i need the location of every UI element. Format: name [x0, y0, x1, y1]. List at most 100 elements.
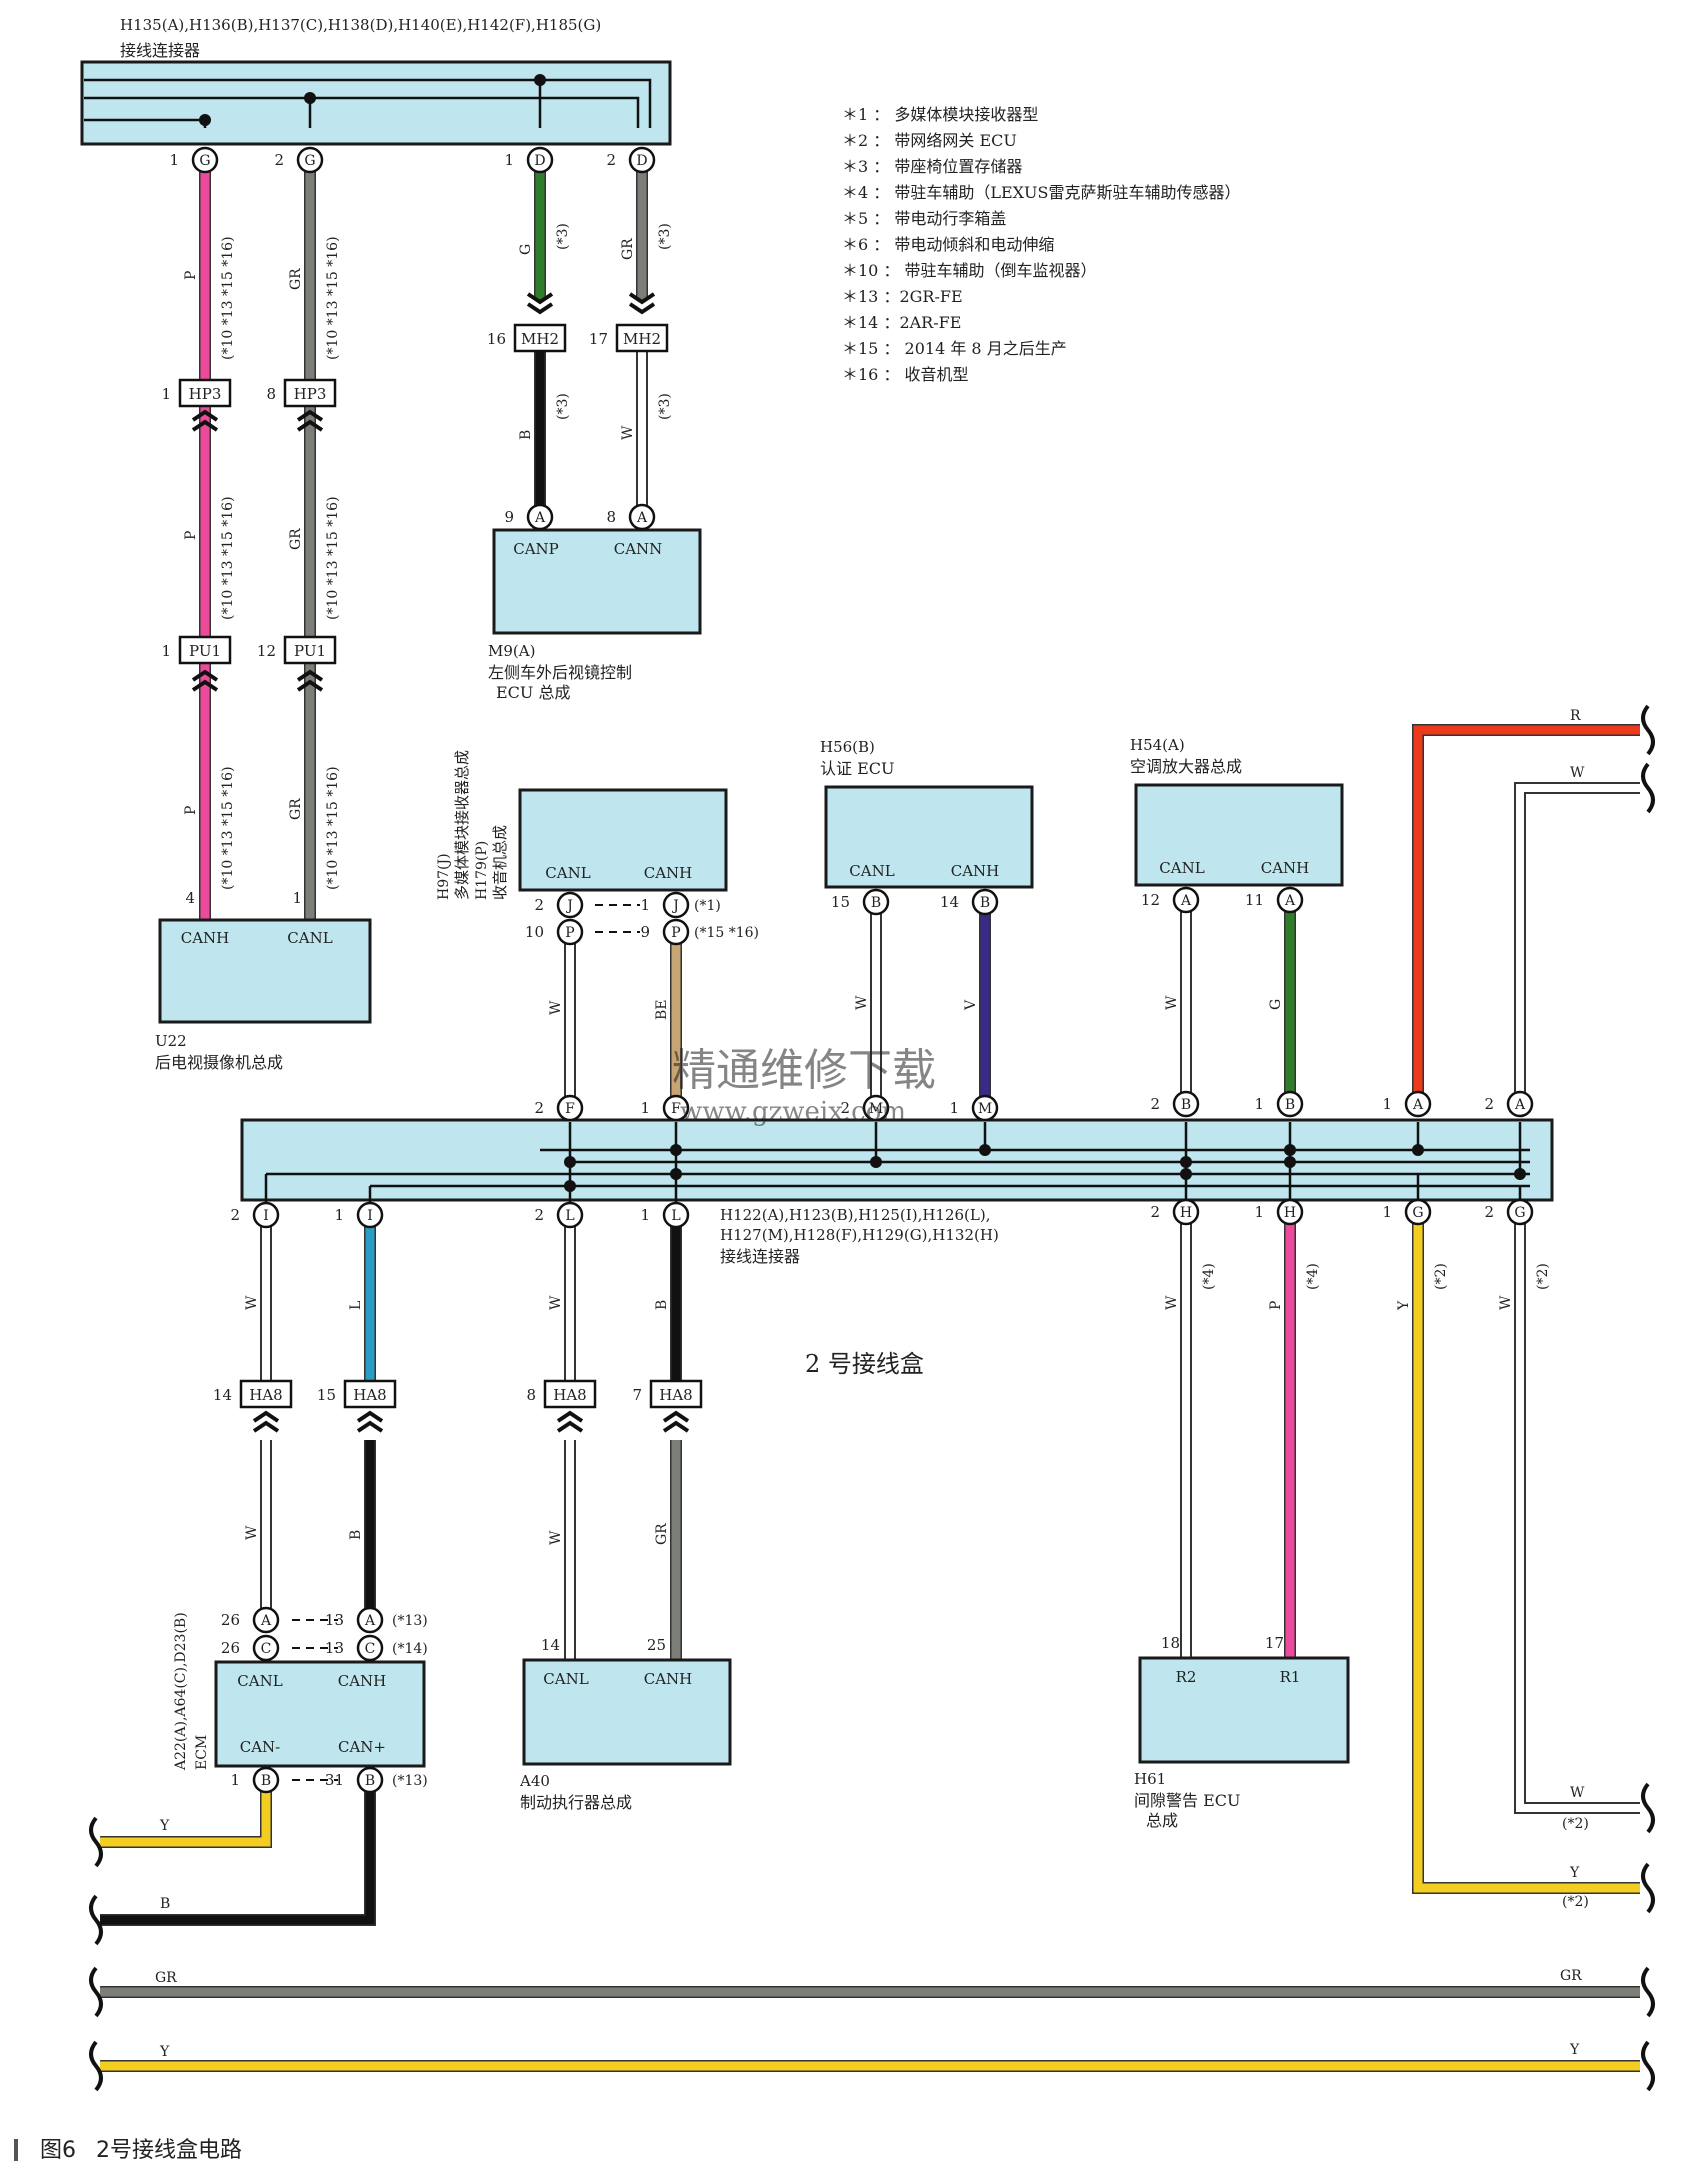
pin-circle	[1172, 886, 1200, 914]
ecm-pin-canl: CANL	[237, 1672, 282, 1690]
pin-number: 25	[647, 1636, 666, 1654]
a40-name: 制动执行器总成	[520, 1793, 632, 1812]
h56-pin-canl: CANL	[849, 862, 894, 880]
pin-letter: G	[1412, 1205, 1423, 1221]
wire-w-out	[1516, 784, 1640, 1104]
condition: (*2)	[1562, 1816, 1589, 1832]
pin-circle	[971, 888, 999, 916]
h97-pin-canl: CANL	[545, 864, 590, 882]
pin-F: F1	[640, 1094, 690, 1122]
m9-box	[492, 528, 702, 635]
connector-label: HA8	[353, 1386, 386, 1404]
pin-B: B15	[831, 888, 890, 916]
pin-letter: B	[871, 895, 881, 911]
pin-letter: A	[636, 510, 648, 526]
wire-code: G	[1268, 999, 1284, 1010]
condition: (*3)	[657, 223, 673, 250]
condition: (*14)	[392, 1641, 428, 1657]
pin-circle	[356, 1201, 384, 1229]
wire-b-ecm-out	[100, 1780, 375, 1925]
m9-name2: ECU 总成	[496, 683, 571, 702]
top-connector-name: 接线连接器	[120, 41, 200, 60]
condition: (*13)	[392, 1773, 428, 1789]
condition: (*4)	[1201, 1263, 1217, 1290]
pin-circle	[252, 1634, 280, 1662]
connector-label: MH2	[623, 330, 661, 348]
connector-number: 8	[266, 385, 276, 403]
bus-line	[84, 78, 652, 128]
connector-label: HP3	[294, 385, 327, 403]
h56-code: H56(B)	[820, 738, 875, 756]
connector-body	[343, 1379, 397, 1409]
condition: (*15 *16)	[694, 925, 759, 941]
connector-body	[543, 1379, 597, 1409]
pin-letter: G	[199, 153, 210, 169]
pin-circle	[526, 503, 554, 531]
condition: (*2)	[1433, 1263, 1449, 1290]
u22-box	[158, 918, 372, 1024]
connector-body	[615, 323, 669, 353]
wire-code: Y	[1396, 1300, 1412, 1311]
wire-code: W	[1498, 1295, 1514, 1310]
pin-circle	[556, 1201, 584, 1229]
note-0: ＊1 ： 多媒体模块接收器型	[842, 105, 1038, 124]
pin-letter: J	[565, 898, 573, 914]
wire-w-gateway-outline	[1514, 1212, 1640, 1814]
pin-letter: A	[1514, 1097, 1526, 1113]
pin-letter: H	[1284, 1205, 1296, 1221]
h61-pin-r1: R1	[1280, 1668, 1301, 1686]
pin-circle	[556, 891, 584, 919]
wire-code: B	[518, 430, 534, 440]
wire-code: W	[548, 1530, 564, 1545]
ecm-code: A22(A),A64(C),D23(B)	[173, 1612, 189, 1771]
wire-code: W	[620, 425, 636, 440]
splice-dot	[1180, 1156, 1192, 1168]
pin-number: 1	[292, 889, 302, 907]
pin-A: A1	[1382, 1090, 1432, 1118]
note-7: ＊13 ：2GR-FE	[842, 287, 963, 306]
ecm-box	[214, 1660, 426, 1768]
pin-letter: I	[367, 1208, 373, 1224]
pin-circle	[1276, 1090, 1304, 1118]
pin-circle	[191, 146, 219, 174]
pin-number: 18	[1161, 1634, 1180, 1652]
h54-name: 空调放大器总成	[1130, 757, 1242, 776]
watermark-url: www.gzweix.com	[680, 1097, 906, 1127]
connector-number: 16	[487, 330, 506, 348]
pin-H: H1	[1254, 1198, 1304, 1226]
bus-line	[84, 96, 640, 128]
pin-letter: B	[365, 1773, 375, 1789]
connector-body	[178, 378, 232, 408]
wire-code: L	[348, 1301, 364, 1310]
connector-number: 14	[213, 1386, 232, 1404]
junction-box	[240, 1118, 1554, 1202]
pin-circle	[662, 891, 690, 919]
caption-marker	[14, 2139, 18, 2161]
connector-label: HA8	[553, 1386, 586, 1404]
connector-number: 1	[161, 642, 171, 660]
pin-circle	[356, 1634, 384, 1662]
wire-code: GR	[288, 528, 304, 550]
connector-body	[239, 1379, 293, 1409]
pin-letter: B	[1181, 1097, 1191, 1113]
pin-A: A12	[1141, 886, 1200, 914]
h61-code: H61	[1134, 1770, 1166, 1788]
pin-letter: B	[1285, 1097, 1295, 1113]
pin-letter: H	[1180, 1205, 1192, 1221]
pin-letter: D	[636, 153, 647, 169]
h54-code: H54(A)	[1130, 736, 1185, 754]
note-1: ＊2 ： 带网络网关 ECU	[842, 131, 1017, 150]
pin-letter: C	[365, 1641, 376, 1657]
pin-M: M1	[949, 1094, 999, 1122]
wire-break	[89, 1966, 103, 2018]
pin-number: 10	[525, 923, 544, 941]
wire-code: W	[854, 995, 870, 1010]
figure-title: 2号接线盒电路	[96, 2138, 242, 2163]
pin-letter: P	[565, 925, 574, 941]
m9-code: M9(A)	[488, 642, 535, 660]
pin-number: 14	[541, 1636, 560, 1654]
